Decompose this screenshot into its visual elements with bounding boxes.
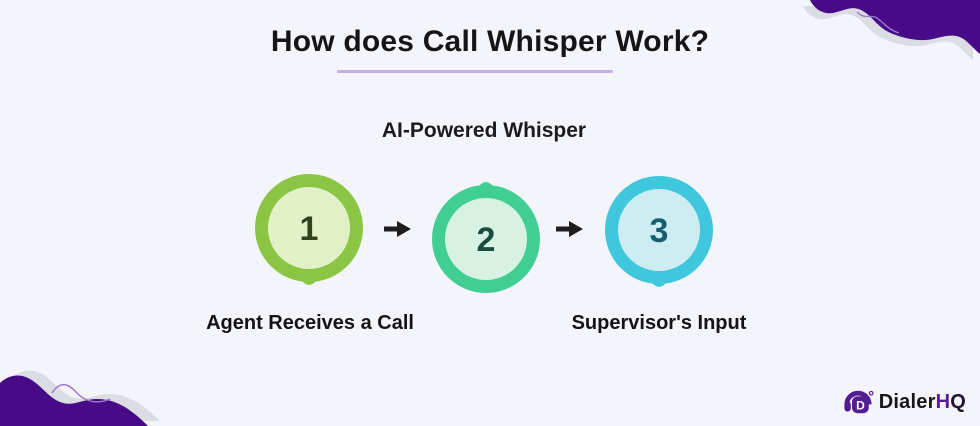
logo-d-letter: D bbox=[856, 399, 865, 413]
marker-inner bbox=[445, 198, 527, 280]
flow-arrow-icon bbox=[556, 220, 584, 238]
step-marker-2: 2 bbox=[430, 164, 542, 296]
title-underline bbox=[337, 70, 613, 73]
arrow-shape bbox=[384, 221, 411, 237]
headset-earpad bbox=[844, 401, 851, 412]
label-step-2: AI-Powered Whisper bbox=[381, 119, 587, 142]
headset-icon: D bbox=[844, 390, 874, 414]
logo-text-dialer: Dialer bbox=[878, 390, 936, 413]
map-pin-icon: 3 bbox=[605, 176, 713, 287]
flow-arrow-icon bbox=[384, 220, 412, 238]
label-step-1: Agent Receives a Call bbox=[206, 312, 414, 334]
step-number: 3 bbox=[650, 212, 669, 250]
step-marker-1: 1 bbox=[253, 172, 365, 304]
arrow-shape bbox=[556, 221, 583, 237]
map-pin-icon: 2 bbox=[432, 182, 540, 293]
marker-inner bbox=[268, 187, 350, 269]
blob-shadow bbox=[12, 370, 160, 421]
page-title: How does Call Whisper Work? bbox=[270, 25, 710, 58]
marker-inner bbox=[618, 189, 700, 271]
registered-mark-icon bbox=[868, 390, 874, 396]
label-step-3: Supervisor's Input bbox=[571, 312, 747, 334]
step-number: 2 bbox=[477, 221, 496, 259]
wave-blob-icon bbox=[0, 370, 160, 426]
logo-wordmark: DialerHQ bbox=[879, 391, 966, 414]
logo-d-tile bbox=[851, 396, 869, 414]
step-number: 1 bbox=[300, 210, 319, 248]
decor-blob-bottom-left bbox=[0, 331, 170, 426]
logo-text-h: H bbox=[935, 390, 951, 413]
blob-main bbox=[0, 375, 148, 426]
map-pin-icon: 1 bbox=[255, 174, 363, 285]
logo-text-q: Q bbox=[950, 390, 966, 413]
blob-squiggle-line bbox=[51, 383, 111, 403]
step-marker-3: 3 bbox=[603, 174, 715, 306]
dialerhq-logo: D DialerHQ bbox=[842, 386, 966, 418]
